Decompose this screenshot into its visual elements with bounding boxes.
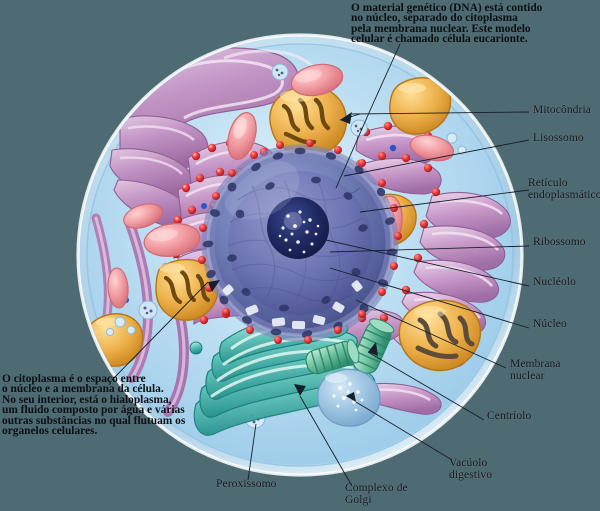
label-membrana-nuclear[interactable]: Membrana nuclear (510, 358, 561, 382)
digestive-vacuole (317, 368, 381, 427)
label-nucleo[interactable]: Núcleo (533, 318, 567, 330)
leader-lines (111, 43, 530, 487)
label-peroxissomo[interactable]: Peroxissomo (216, 478, 277, 490)
label-lisossomo[interactable]: Lisossomo (533, 132, 584, 144)
label-vacuolo-digestivo[interactable]: Vacúolo digestivo (449, 457, 493, 481)
nucleolus (267, 197, 329, 259)
leader-arrowheads (208, 112, 378, 402)
nuclear-envelope-gaps (222, 280, 363, 330)
mitochondrion-bottom-right (398, 299, 482, 372)
nucleus-note-text: O material genético (DNA) está contido n… (351, 2, 543, 46)
label-nucleolo[interactable]: Nucléolo (533, 276, 576, 288)
mitochondrion-upper-right (389, 77, 452, 135)
cytoplasm-note-text: O citoplasma é o espaço entre o núcleo e… (2, 373, 186, 438)
label-centriolo[interactable]: Centríolo (487, 410, 532, 422)
vesicles (105, 132, 467, 337)
nucleus (198, 139, 402, 344)
label-reticulo-endoplasmatico[interactable]: Retículo endoplasmático (528, 177, 600, 201)
label-ribossomo[interactable]: Ribossomo (533, 236, 586, 248)
label-mitocondria[interactable]: Mitocôndria (533, 104, 591, 116)
label-complexo-de-golgi[interactable]: Complexo de Golgi (345, 482, 408, 506)
